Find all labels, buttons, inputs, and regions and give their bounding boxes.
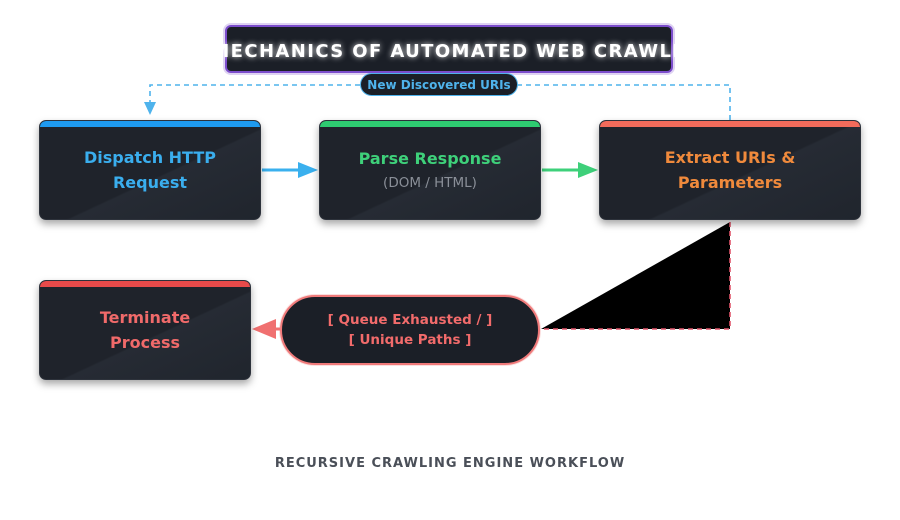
- loop-label-badge: New Discovered URIs: [360, 73, 518, 96]
- loop-back-arrowhead: [144, 102, 156, 115]
- spider-icon: 🕸: [186, 43, 204, 59]
- page-title-text: MECHANICS OF AUTOMATED WEB CRAWLING: [211, 40, 714, 62]
- node-title: Parse Response: [358, 148, 502, 168]
- node-extract-uris: Extract URIs & Parameters: [599, 120, 861, 220]
- node-title-line1: Dispatch HTTP: [84, 148, 216, 167]
- decision-line1: [ Queue Exhausted / ]: [327, 312, 493, 328]
- node-title-line2: Request: [112, 173, 188, 192]
- node-dispatch-http-request: Dispatch HTTP Request: [39, 120, 261, 220]
- parse-to-extract-arrowhead: [578, 162, 598, 178]
- decision-queue-exhausted: [ Queue Exhausted / ] [ Unique Paths ]: [280, 295, 540, 365]
- node-accent-bar: [40, 281, 250, 287]
- dispatch-to-parse-arrowhead: [298, 162, 318, 178]
- page-title: 🕸 MECHANICS OF AUTOMATED WEB CRAWLING: [180, 38, 720, 64]
- node-subtitle: (DOM / HTML): [383, 174, 477, 191]
- node-accent-bar: [40, 121, 260, 127]
- diagram-caption: RECURSIVE CRAWLING ENGINE WORKFLOW: [274, 456, 626, 471]
- title-banner: [225, 25, 673, 73]
- node-title-line2: Parameters: [677, 173, 783, 192]
- node-parse-response: Parse Response (DOM / HTML): [319, 120, 541, 220]
- decision-to-terminate-arrowhead: [252, 319, 276, 339]
- decision-line2: [ Unique Paths ]: [348, 332, 472, 348]
- extract-to-decision-connector: [541, 222, 730, 329]
- node-title-line1: Extract URIs &: [664, 148, 796, 167]
- node-title-line1: Terminate: [99, 308, 191, 327]
- node-terminate-process: Terminate Process: [39, 280, 251, 380]
- node-accent-bar: [320, 121, 540, 127]
- node-title-line2: Process: [110, 333, 180, 352]
- node-accent-bar: [600, 121, 860, 127]
